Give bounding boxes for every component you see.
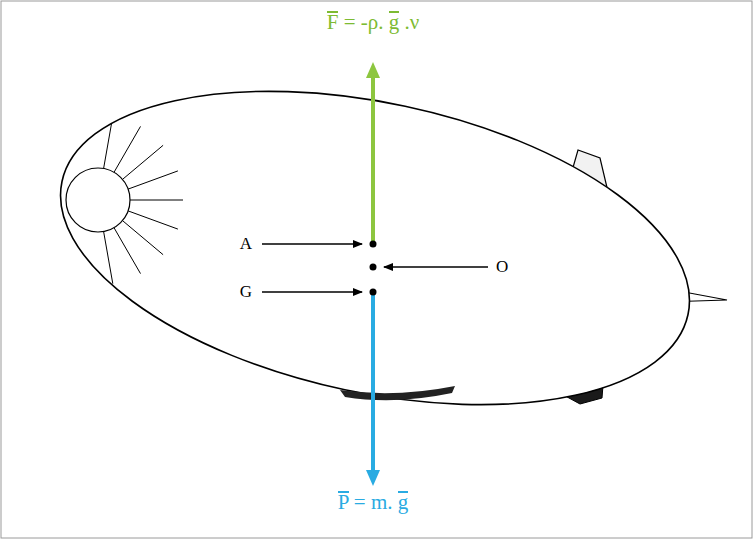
point-dot [370, 289, 377, 296]
gondola [340, 386, 455, 400]
vector-overline [338, 491, 349, 493]
vector-overline [398, 491, 409, 493]
weight-vector [371, 292, 375, 472]
leader-arrow [384, 266, 488, 267]
force-formula: F = -ρ. g .ν [327, 10, 420, 35]
vector-overline [389, 11, 400, 13]
vector-overline [327, 11, 339, 13]
point-dot [370, 264, 377, 271]
nose-cone [66, 168, 130, 232]
leader-arrow [262, 291, 362, 292]
point-label: A [240, 234, 252, 254]
leader-arrow [262, 243, 362, 244]
point-label: G [240, 282, 252, 302]
force-formula: P = m. g [338, 490, 409, 515]
buoyancy-arrowhead [366, 62, 380, 78]
point-dot [370, 241, 377, 248]
buoyancy-vector [371, 76, 375, 244]
point-label: O [496, 257, 508, 277]
weight-arrowhead [366, 470, 380, 486]
